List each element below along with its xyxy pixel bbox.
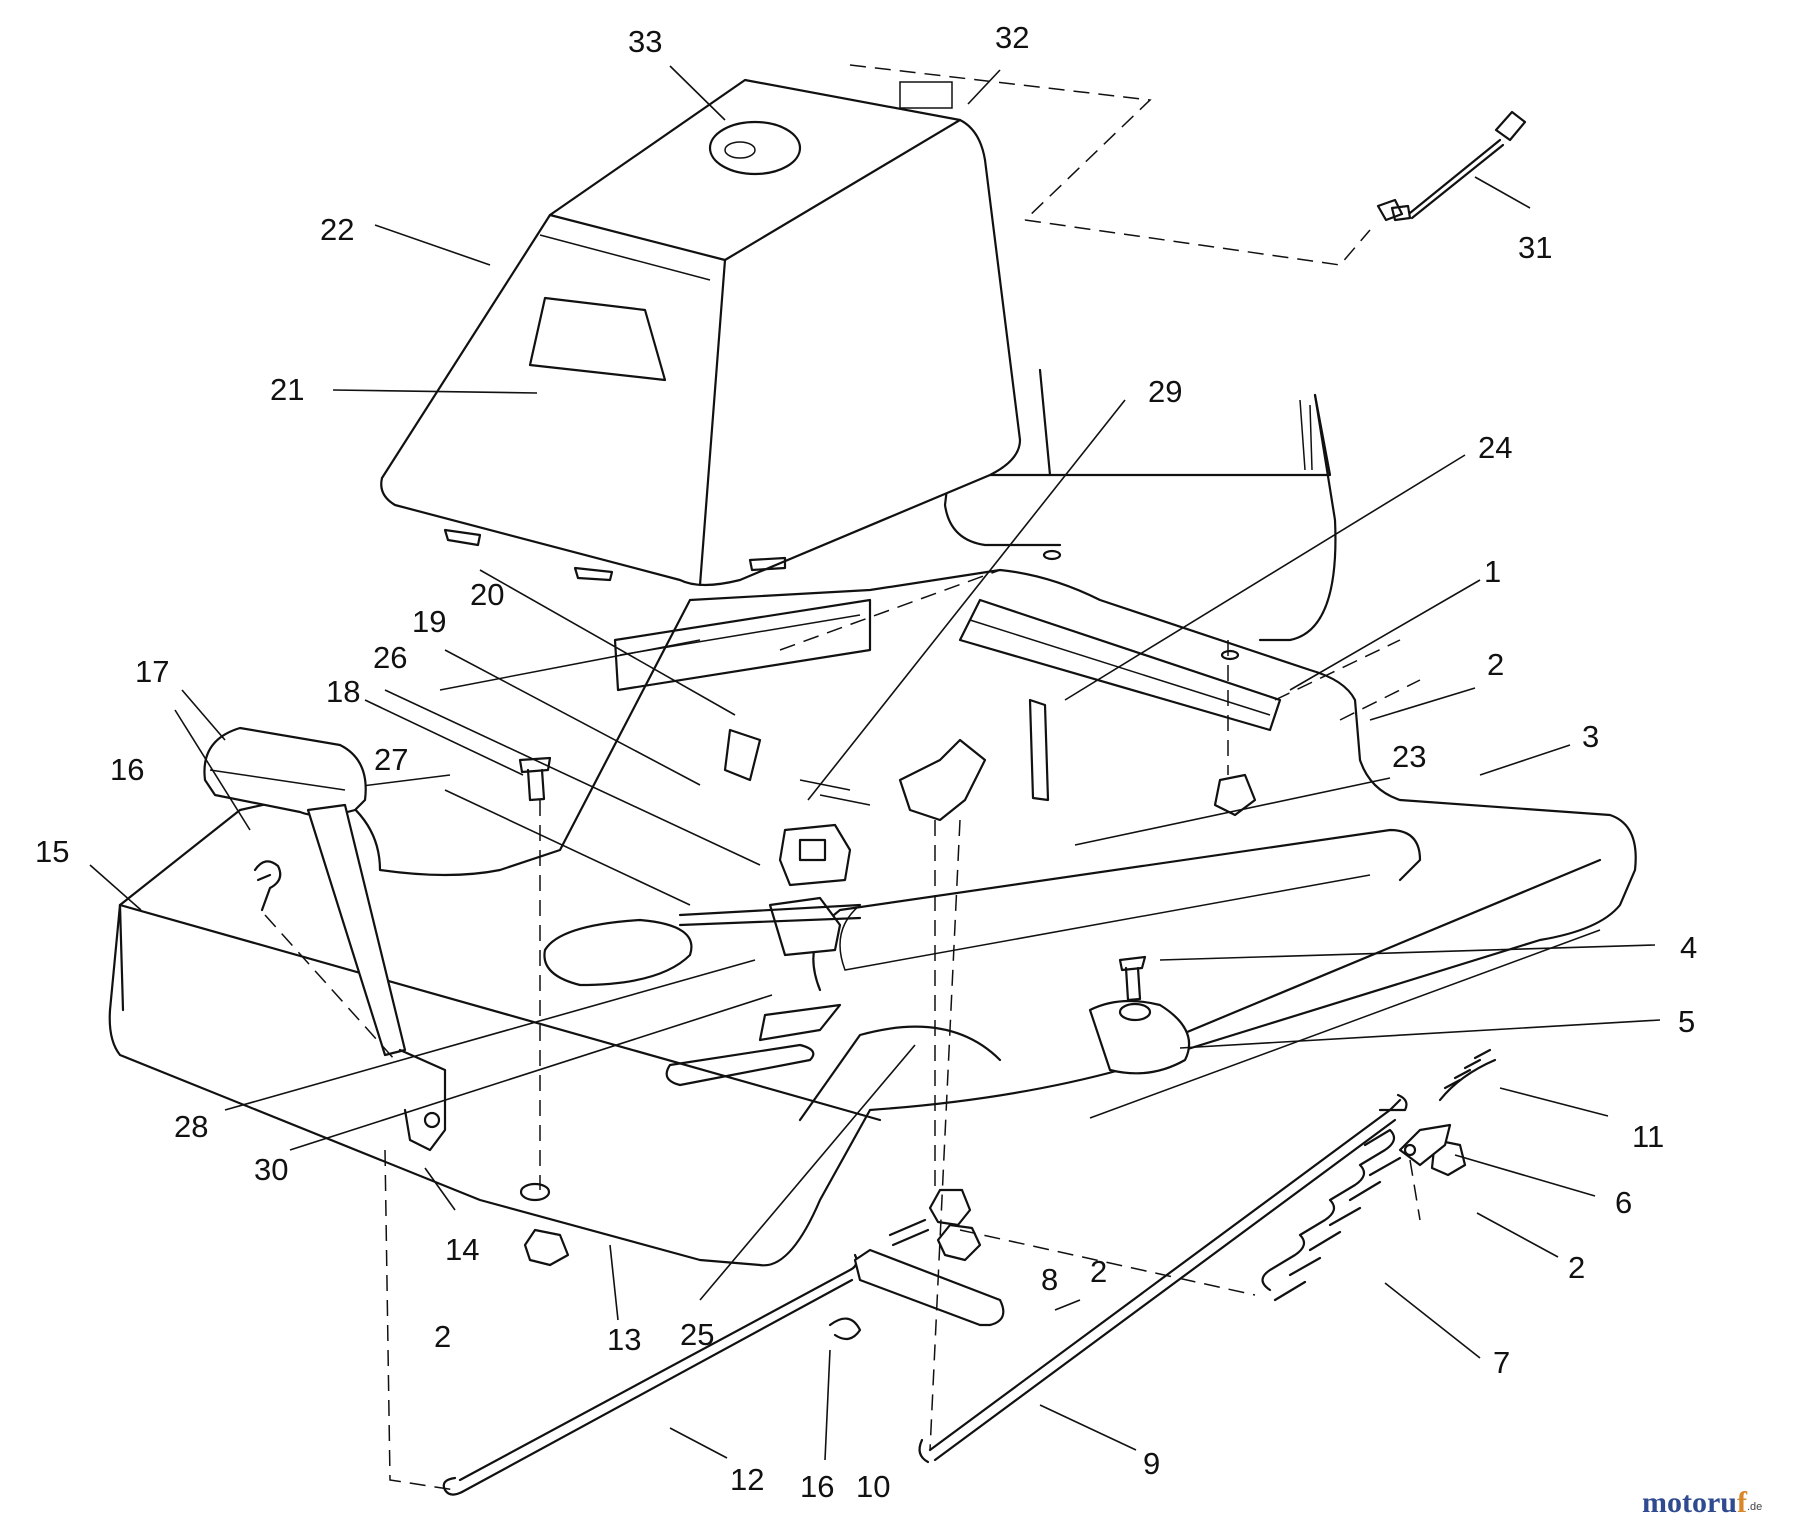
wire-harness [1376,110,1527,222]
callout-9: 9 [1143,1446,1160,1481]
brake-arm [1398,1123,1452,1167]
callout-28: 28 [174,1109,208,1144]
callout-19: 19 [412,604,446,639]
callout-16: 16 [800,1469,834,1504]
watermark-accent: f [1737,1486,1748,1519]
callout-33: 33 [628,24,662,59]
callout-13: 13 [607,1322,641,1357]
callout-23: 23 [1392,739,1426,774]
watermark-logo: motoruf.de [1642,1486,1762,1519]
svg-text:motoruf.de: motoruf.de [1642,1486,1762,1519]
callout-3: 3 [1582,719,1599,754]
callout-14: 14 [445,1232,479,1267]
fasteners [518,549,1467,1267]
callout-26: 26 [373,640,407,675]
callout-labels: 1 2 2 2 2 3 4 5 6 7 8 9 10 11 12 13 14 1… [35,20,1697,1504]
callout-4: 4 [1680,930,1697,965]
brake-pedal [203,726,447,1152]
fuel-tank [380,78,1022,587]
latch-bracket [898,698,1050,822]
springs [1261,1048,1497,1302]
callout-18: 18 [326,674,360,709]
watermark-brand: motoru [1642,1486,1737,1519]
callout-24: 24 [1478,430,1512,465]
frame-deck [108,568,1637,1267]
callout-32: 32 [995,20,1029,55]
callout-20: 20 [470,577,504,612]
callout-1: 1 [1484,554,1501,589]
callout-29: 29 [1148,374,1182,409]
callout-12: 12 [730,1462,764,1497]
assembly-lines [264,569,1421,1491]
callout-8: 8 [1041,1262,1058,1297]
callout-6: 6 [1615,1185,1632,1220]
callout-7: 7 [1493,1345,1510,1380]
callout-2: 2 [1090,1254,1107,1289]
callout-17: 17 [135,654,169,689]
callout-22: 22 [320,212,354,247]
watermark-suffix: .de [1747,1501,1762,1513]
callout-16: 16 [110,752,144,787]
leader-lines [89,65,1661,1461]
callout-30: 30 [254,1152,288,1187]
rods-linkage [442,1093,1408,1496]
callout-2: 2 [434,1319,451,1354]
callout-10: 10 [856,1469,890,1504]
callout-31: 31 [1518,230,1552,265]
hairpin-cotter [253,860,282,912]
decal-outline [849,64,1371,266]
callout-15: 15 [35,834,69,869]
parts-drawing [108,64,1637,1496]
callout-25: 25 [680,1317,714,1352]
callout-27: 27 [374,742,408,777]
callout-11: 11 [1632,1119,1664,1154]
switch-assembly [678,728,871,1042]
callout-2: 2 [1487,647,1504,682]
callout-5: 5 [1678,1004,1695,1039]
callout-21: 21 [270,372,304,407]
callout-2: 2 [1568,1250,1585,1285]
